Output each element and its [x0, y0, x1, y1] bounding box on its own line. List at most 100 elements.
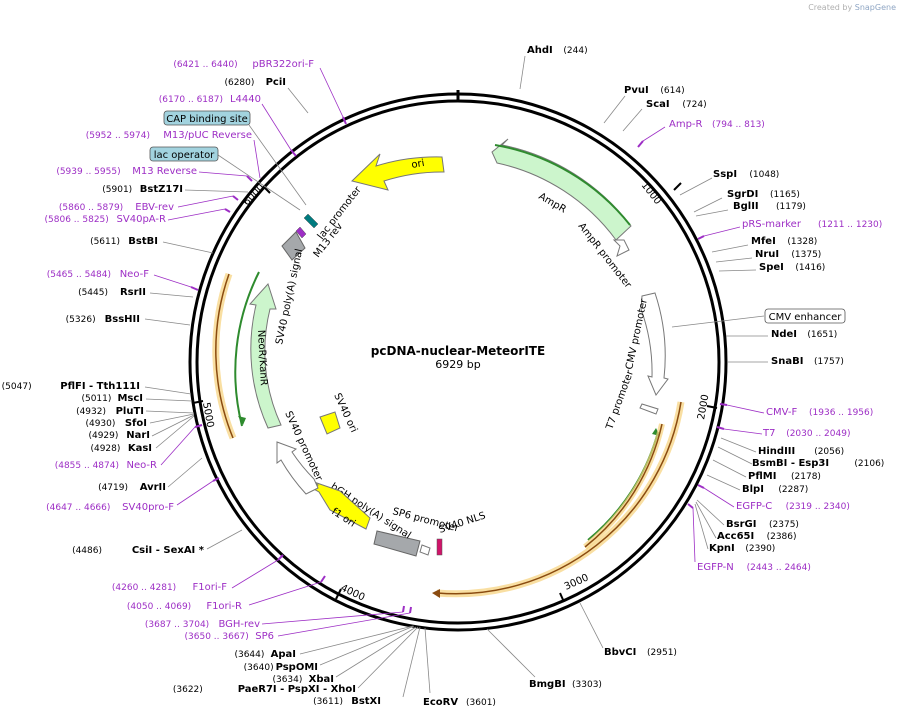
feature-sv40-polya[interactable]	[281, 231, 306, 261]
label-kpni[interactable]: KpnI(2390)	[709, 543, 775, 554]
label-nari[interactable]: (4929)NarI	[88, 430, 150, 441]
label-ahdi[interactable]: AhdI(244)	[527, 45, 588, 56]
feature-ampr-promoter[interactable]	[612, 239, 630, 257]
feature-lac-promoter[interactable]	[303, 213, 319, 229]
label-snabi[interactable]: SnaBI(1757)	[771, 356, 844, 367]
label-bstxi[interactable]: (3611)BstXI	[313, 696, 381, 707]
label-pspomi[interactable]: (3640)PspOMI	[244, 662, 318, 673]
label-cap-binding-site[interactable]: CAP binding site	[163, 110, 251, 126]
label-pvui[interactable]: PvuI(614)	[624, 85, 685, 96]
label-ecorv[interactable]: EcoRV(3601)	[423, 697, 496, 708]
label-l4440[interactable]: (6170 .. 6187)L4440	[159, 94, 261, 105]
label-mfei[interactable]: MfeI(1328)	[751, 236, 817, 247]
label-hindiii[interactable]: HindIII(2056)	[758, 446, 844, 457]
label-pbr322ori-f[interactable]: (6421 .. 6440)pBR322ori-F	[173, 59, 314, 70]
label-t7[interactable]: T7(2030 .. 2049)	[762, 428, 850, 439]
tick-mark-2000	[706, 405, 718, 409]
label-kasi[interactable]: (4928)KasI	[90, 443, 152, 454]
label-cmv-enhancer[interactable]: CMV enhancer	[764, 308, 846, 324]
meteor-orf-line[interactable]	[436, 401, 685, 598]
feature-sv40-promoter[interactable]	[276, 441, 319, 495]
label-spei[interactable]: SpeI(1416)	[759, 262, 825, 273]
label-pflfi-tth111i[interactable]: (5047)PflFI - Tth111I	[2, 381, 140, 392]
label-m13-reverse[interactable]: (5939 .. 5955)M13 Reverse	[56, 166, 197, 177]
leader-sv40pro-f	[176, 480, 214, 506]
label-position: (1048)	[749, 170, 779, 180]
label-sgrdi[interactable]: SgrDI(1165)	[727, 189, 800, 200]
label-position: (1375)	[791, 250, 821, 260]
label-position: (5611)	[90, 237, 120, 247]
label-amp-r[interactable]: Amp-R(794 .. 813)	[669, 119, 765, 130]
feature-sv40-nls[interactable]	[436, 538, 443, 556]
label-sv40pa-r[interactable]: (5806 .. 5825)SV40pA-R	[45, 214, 167, 225]
label-position: (4930)	[85, 419, 115, 429]
label-bstz17i[interactable]: (5901)BstZ17I	[102, 184, 183, 195]
feature-m13-rev[interactable]	[295, 226, 307, 239]
label-acc65i[interactable]: Acc65I(2386)	[717, 531, 797, 542]
label-sfoi[interactable]: (4930)SfoI	[85, 418, 147, 429]
label-bsshii[interactable]: (5326)BssHII	[66, 314, 140, 325]
label-xbai[interactable]: (3634)XbaI	[272, 674, 334, 685]
label-position: (6280)	[224, 78, 254, 88]
label-position: (3303)	[572, 680, 602, 690]
feature-neor-kanr[interactable]	[249, 283, 282, 429]
label-blpi[interactable]: BlpI(2287)	[742, 484, 808, 495]
label-name: BsrGI	[726, 519, 756, 530]
label-box	[764, 308, 846, 324]
label-position: (2106)	[854, 459, 884, 469]
label-sp6[interactable]: (3650 .. 3667)SP6	[185, 631, 274, 642]
label-f1ori-f[interactable]: (4260 .. 4281)F1ori-F	[112, 582, 227, 593]
feature-cmv-promoter[interactable]	[640, 292, 669, 396]
label-bmgbi[interactable]: BmgBI(3303)	[529, 679, 602, 690]
label-position: (614)	[660, 86, 684, 96]
label-apai[interactable]: (3644)ApaI	[234, 649, 296, 660]
label-position: (2390)	[745, 544, 775, 554]
label-pcii[interactable]: (6280)PciI	[224, 77, 286, 88]
label-bbvci[interactable]: BbvCI(2951)	[604, 647, 677, 658]
label-bstbi[interactable]: (5611)BstBI	[90, 236, 158, 247]
label-egfp-n[interactable]: EGFP-N(2443 .. 2464)	[697, 562, 811, 573]
leader-nrui	[715, 257, 753, 263]
label-ndei[interactable]: NdeI(1651)	[771, 329, 837, 340]
label-sspi[interactable]: SspI(1048)	[713, 169, 779, 180]
label-neo-f[interactable]: (5465 .. 5484)Neo-F	[47, 269, 150, 280]
label-cmv-f[interactable]: CMV-F(1936 .. 1956)	[766, 407, 873, 418]
label-pflmi[interactable]: PflMI(2178)	[748, 471, 821, 482]
label-sv40pro-f[interactable]: (4647 .. 4666)SV40pro-F	[46, 502, 174, 513]
feature-t7-promoter[interactable]	[639, 403, 659, 415]
label-f1ori-r[interactable]: (4050 .. 4069)F1ori-R	[127, 601, 242, 612]
leader-pbr322ori-f	[319, 67, 344, 118]
label-avrii[interactable]: (4719)AvrII	[98, 482, 166, 493]
leader-bsrgi	[696, 499, 725, 526]
leader-sv40pa-r	[167, 208, 226, 221]
label-name: PflFI - Tth111I	[60, 381, 140, 392]
label-egfp-c[interactable]: EGFP-C(2319 .. 2340)	[736, 501, 850, 512]
label-position: (2319 .. 2340)	[786, 502, 850, 512]
label-m13-puc-reverse[interactable]: (5952 .. 5974)M13/pUC Reverse	[86, 130, 252, 141]
label-position: (5901)	[102, 185, 132, 195]
feature-ampr-arrow[interactable]	[491, 138, 632, 241]
label-nrui[interactable]: NruI(1375)	[755, 249, 821, 260]
label-msci[interactable]: (5011)MscI	[81, 393, 143, 404]
label-bgh-rev[interactable]: (3687 .. 3704)BGH-rev	[145, 619, 260, 630]
label-csii-sexai[interactable]: (4486)CsiI - SexAI *	[72, 545, 205, 556]
label-prs-marker[interactable]: pRS-marker(1211 .. 1230)	[742, 219, 882, 230]
label-neo-r[interactable]: (4855 .. 4874)Neo-R	[55, 460, 157, 471]
label-bglii[interactable]: BglII(1179)	[733, 201, 806, 212]
feature-sp6-promoter[interactable]	[419, 544, 431, 556]
label-bsmbi-esp3i[interactable]: BsmBI - Esp3I(2106)	[752, 458, 884, 469]
label-name: Neo-R	[127, 460, 158, 471]
ampr-orf-line	[494, 144, 631, 226]
feature-ori-arrow[interactable]	[351, 153, 445, 191]
label-bsrgi[interactable]: BsrGI(2375)	[726, 519, 799, 530]
label-ebv-rev[interactable]: (5860 .. 5879)EBV-rev	[59, 202, 174, 213]
label-scai[interactable]: ScaI(724)	[646, 99, 707, 110]
label-rsrii[interactable]: (5445)RsrII	[78, 287, 146, 298]
feature-sv40-ori[interactable]	[319, 411, 341, 435]
marker-sv40pro-f	[212, 477, 220, 482]
label-pluti[interactable]: (4932)PluTI	[76, 406, 144, 417]
label-paer7i-pspxi-xhoi[interactable]: (3622)PaeR7I - PspXI - XhoI	[173, 684, 356, 695]
label-position: (3650 .. 3667)	[185, 632, 249, 642]
feature-bgh-polya[interactable]	[373, 530, 421, 557]
label-lac-operator[interactable]: lac operator	[149, 146, 219, 162]
